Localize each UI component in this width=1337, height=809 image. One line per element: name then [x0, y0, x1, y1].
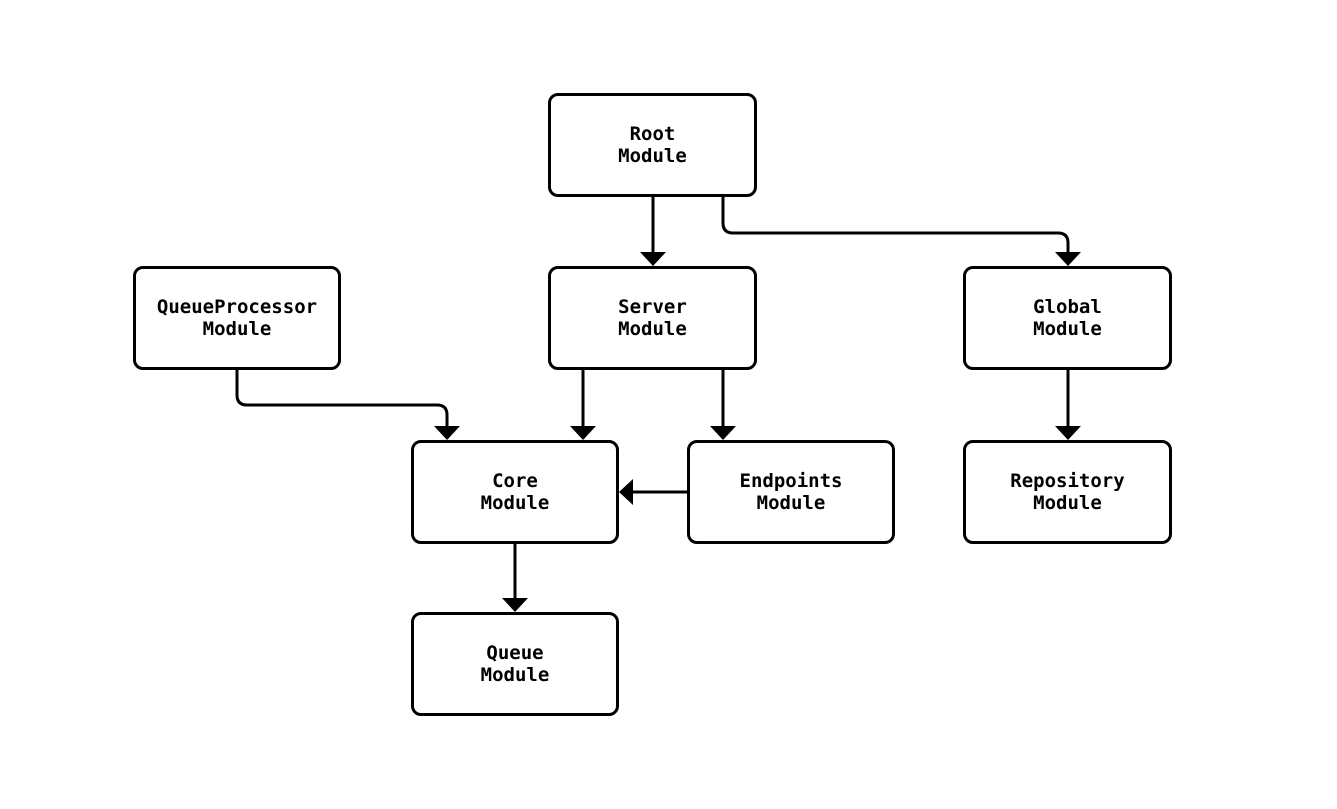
node-repository-module: Repository Module	[963, 440, 1172, 544]
node-queueprocessor-module-label: QueueProcessor Module	[156, 296, 318, 340]
node-queueprocessor-module: QueueProcessor Module	[133, 266, 341, 370]
arrowhead-server-to-core	[570, 426, 596, 440]
node-server-module: Server Module	[548, 266, 757, 370]
node-repository-module-label: Repository Module	[1010, 470, 1125, 514]
arrowhead-global-to-repository	[1055, 426, 1081, 440]
arrowhead-server-to-endpoints	[710, 426, 736, 440]
arrowhead-endpoints-to-core	[619, 479, 633, 505]
node-root-module-label: Root Module	[618, 123, 687, 167]
node-endpoints-module-label: Endpoints Module	[739, 470, 843, 514]
node-global-module-label: Global Module	[1033, 296, 1102, 340]
node-endpoints-module: Endpoints Module	[687, 440, 895, 544]
node-queue-module-label: Queue Module	[480, 642, 550, 686]
node-core-module: Core Module	[411, 440, 619, 544]
edge-root-to-global	[721, 197, 1070, 253]
arrowhead-root-to-server	[640, 252, 666, 266]
node-core-module-label: Core Module	[480, 470, 550, 514]
node-queue-module: Queue Module	[411, 612, 619, 716]
arrowhead-root-to-global	[1055, 252, 1081, 266]
node-global-module: Global Module	[963, 266, 1172, 370]
node-server-module-label: Server Module	[618, 296, 687, 340]
edge-queueprocessor-to-core	[235, 370, 449, 427]
arrowhead-core-to-queue	[502, 598, 528, 612]
node-root-module: Root Module	[548, 93, 757, 197]
arrowhead-queueprocessor-to-core	[434, 426, 460, 440]
